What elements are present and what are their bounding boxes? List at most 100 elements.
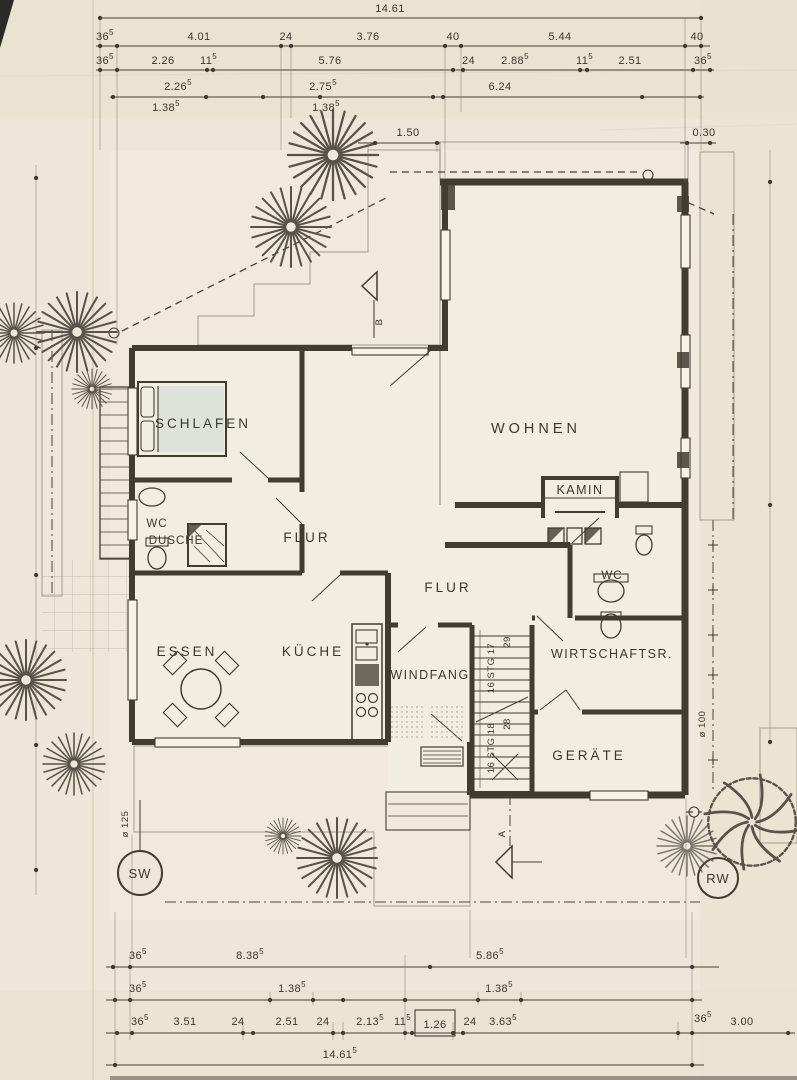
dim-bot-r3-4: 24 <box>316 1016 329 1028</box>
manhole-rw <box>697 857 739 899</box>
dim-bot-r1-1: 8.385 <box>236 947 264 962</box>
section-a-label: A <box>497 830 508 837</box>
room-label-kueche: KÜCHE <box>282 644 344 659</box>
room-label-flur-2: FLUR <box>424 580 471 595</box>
dim-top-r2-5: 2.885 <box>501 52 529 67</box>
dim-bot-r3-10: 365 <box>694 1010 712 1025</box>
dim-top-r1-1: 4.01 <box>187 31 210 43</box>
dim-top-r1-0: 365 <box>96 28 114 43</box>
dim-bot-r3-3: 2.51 <box>275 1016 298 1028</box>
dim-bot-r2-2: 1.385 <box>485 980 513 995</box>
dim-top-total: 14.61 <box>375 3 405 15</box>
stair-lower-rise-label: 28 <box>502 718 513 730</box>
stair-lower-run-label: 16 STG 18 <box>486 723 497 773</box>
dim-top-r2-0: 365 <box>96 52 114 67</box>
wc-right-fixtures <box>593 525 653 639</box>
staircase: 16 STG 17 29 16 STG 18 28 <box>470 630 532 793</box>
room-label-wc-right: WC <box>601 570 622 582</box>
dim-top-r2-2: 115 <box>200 52 217 67</box>
room-label-wohnen: WOHNEN <box>491 421 581 437</box>
stair-upper-run-label: 16 STG 17 <box>486 643 497 693</box>
scan-corner-shadow <box>0 0 14 48</box>
dim-offset-terrace: 1.50 <box>396 127 419 139</box>
dim-bot-r3-2: 24 <box>231 1016 244 1028</box>
kitchen-appliance <box>355 664 379 686</box>
dim-bot-r1-0: 365 <box>129 947 147 962</box>
dim-bot-r3-6: 115 <box>394 1013 411 1028</box>
pipe-diameter-east-label: ø 100 <box>697 711 708 738</box>
room-label-flur-1: FLUR <box>283 530 330 545</box>
section-marker-a: A <box>494 794 542 880</box>
room-label-windfang: WINDFANG <box>390 668 469 682</box>
dining-table <box>162 650 240 728</box>
dim-top-r3l-0: 1.385 <box>152 99 180 114</box>
dim-bot-r3-0: 365 <box>131 1013 149 1028</box>
interior-walls <box>132 348 685 792</box>
dim-top-r2-7: 2.51 <box>618 55 641 67</box>
door-leaves <box>239 350 600 742</box>
manhole-sw <box>117 850 163 896</box>
dim-bot-total: 14.615 <box>323 1046 358 1061</box>
dim-bot-r3-1: 3.51 <box>173 1016 196 1028</box>
room-label-wirtschaftsraum: WIRTSCHAFTSR. <box>551 647 673 661</box>
dim-bot-r3-5: 2.135 <box>356 1013 384 1028</box>
dim-top-r3u-2: 6.24 <box>488 81 511 93</box>
section-marker-b: B <box>360 270 385 338</box>
dim-top-r3u-0: 2.265 <box>164 78 192 93</box>
dim-top-r3l-1: 1.385 <box>312 99 340 114</box>
dim-top-r1-3: 3.76 <box>356 31 379 43</box>
bed <box>137 381 227 457</box>
dim-bot-r2-0: 365 <box>129 980 147 995</box>
dim-offset-eave: 0.30 <box>692 127 715 139</box>
dim-top-r2-4: 24 <box>462 55 475 67</box>
dim-bot-r2-1: 1.385 <box>278 980 306 995</box>
west-lower-grid <box>42 560 130 652</box>
drain-line-east <box>708 520 718 790</box>
room-label-dusche: DUSCHE <box>149 535 204 547</box>
shower-tray <box>187 523 227 567</box>
dimension-ticks-top <box>97 15 713 146</box>
section-b-label: B <box>374 319 385 326</box>
stair-upper-rise-label: 29 <box>502 636 513 648</box>
southeast-grid <box>759 727 797 844</box>
bathroom-left-fixtures <box>138 487 227 570</box>
kitchen-counter <box>351 623 383 743</box>
room-label-kamin: KAMIN <box>556 483 603 497</box>
dim-bot-r3-11: 3.00 <box>730 1016 753 1028</box>
dimension-chains-top: 14.61 365 4.01 24 3.76 40 5.44 40 365 2.… <box>96 3 716 345</box>
fireplace: KAMIN <box>541 471 649 518</box>
dim-top-r2-6: 115 <box>576 52 593 67</box>
doormat <box>420 746 464 767</box>
room-floors <box>132 182 685 795</box>
dim-top-r2-8: 365 <box>694 52 712 67</box>
dim-top-r2-1: 2.26 <box>151 55 174 67</box>
dim-bot-r3-9: 3.635 <box>489 1013 517 1028</box>
room-label-wc-left: WC <box>146 518 167 530</box>
dim-bot-r1-2: 5.865 <box>476 947 504 962</box>
dim-bot-r3-8: 24 <box>463 1016 476 1028</box>
glass-blocks <box>547 527 602 545</box>
entrance-porch <box>385 706 471 831</box>
manhole-sw-label: SW <box>129 866 152 881</box>
dim-top-r1-5: 5.44 <box>548 31 571 43</box>
dim-top-r3u-1: 2.755 <box>309 78 337 93</box>
dim-top-r2-3: 5.76 <box>318 55 341 67</box>
house-plan: KAMIN 16 STG 17 29 16 STG 18 28 <box>127 178 691 831</box>
dim-box-1-26 <box>414 1009 456 1037</box>
east-path-grid <box>699 151 735 521</box>
pipe-diameter-west-label: ø 125 <box>120 811 131 838</box>
scan-edge-shadow <box>110 1076 797 1080</box>
dimension-chains-bottom: 365 8.385 5.865 365 1.385 1.385 365 3.51… <box>106 798 795 1068</box>
dim-top-r1-4: 40 <box>446 31 459 43</box>
side-reference-lines <box>33 150 773 895</box>
room-label-schlafen: SCHLAFEN <box>155 416 251 431</box>
manhole-rw-label: RW <box>706 871 729 886</box>
room-label-essen: ESSEN <box>157 644 218 659</box>
exterior-walls-2 <box>129 182 685 795</box>
north-terrace-grid <box>197 149 441 346</box>
dim-top-r1-2: 24 <box>279 31 292 43</box>
room-label-geraete: GERÄTE <box>552 748 626 763</box>
masonry-piers <box>441 184 689 468</box>
dim-top-r1-6: 40 <box>690 31 703 43</box>
